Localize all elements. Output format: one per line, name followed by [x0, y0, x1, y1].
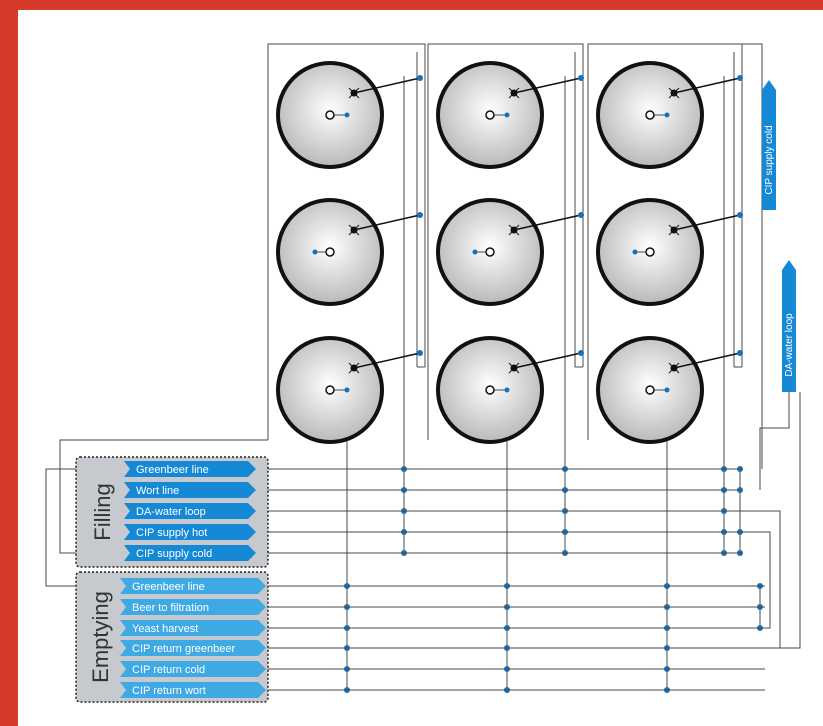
tank-nozzle-node — [344, 387, 350, 393]
spray-line — [513, 214, 582, 231]
cip-cold-connector — [742, 43, 763, 469]
filling-label-1: Wort line — [136, 485, 179, 497]
cip-supply-cold-arrow: CIP supply cold — [762, 80, 776, 210]
emptying-arrow-1 — [120, 599, 266, 615]
spray-line — [673, 77, 741, 94]
emptying-arrow-2 — [120, 620, 266, 636]
filling-label-4: CIP supply cold — [136, 548, 212, 560]
spray-cross — [348, 362, 360, 374]
filling-arrow-1 — [124, 482, 256, 498]
da-water-loop-arrow: DA-water loop — [782, 260, 796, 392]
emptying-label-5: CIP return wort — [132, 685, 206, 697]
spray-junction — [737, 75, 743, 81]
cip-supply-cold-label: CIP supply cold — [764, 125, 775, 194]
spray-junction — [417, 350, 423, 356]
emptying-label-1: Beer to filtration — [132, 602, 209, 614]
tank-nozzle-node — [664, 112, 670, 118]
tank-nozzle-node — [504, 387, 510, 393]
outer-loop — [780, 392, 801, 649]
filling-arrow-0 — [124, 461, 256, 477]
spray-line — [673, 214, 741, 231]
tank-center-port — [645, 110, 655, 120]
tank-center-port — [325, 385, 335, 395]
spray-line — [513, 352, 582, 369]
pipe-network — [45, 43, 801, 693]
spray-cross — [508, 87, 520, 99]
emptying-arrow-3 — [120, 640, 266, 656]
emptying-arrow-4 — [120, 661, 266, 677]
emptying-label-4: CIP return cold — [132, 664, 205, 676]
tank-center-port — [645, 247, 655, 257]
tank-nozzle-node — [344, 112, 350, 118]
tank-center-port — [645, 385, 655, 395]
tank-nozzle-node — [472, 249, 478, 255]
tank-nozzle-node — [632, 249, 638, 255]
spray-cross — [348, 224, 360, 236]
left-loop-greenbeer — [45, 468, 76, 587]
emptying-arrow-0 — [120, 578, 266, 594]
spray-line — [673, 352, 741, 369]
emptying-label-2: Yeast harvest — [132, 623, 198, 635]
spray-cross — [508, 362, 520, 374]
spray-junction — [737, 350, 743, 356]
column-frame-1 — [427, 43, 584, 440]
spray-junction — [578, 75, 584, 81]
filling-label-0: Greenbeer line — [136, 464, 209, 476]
top-red-border — [0, 0, 823, 10]
cip-supply-cold-arrow-shape — [762, 80, 776, 210]
left-loop-cip — [59, 439, 268, 554]
left-red-border — [0, 0, 18, 726]
filling-group-title: Filling — [90, 483, 115, 540]
spray-junction — [737, 212, 743, 218]
filling-arrow-3 — [124, 524, 256, 540]
spray-line — [353, 77, 421, 94]
spray-cross — [668, 87, 680, 99]
cip-hot-loop — [742, 531, 771, 629]
spray-line — [353, 352, 421, 369]
spray-cross — [668, 362, 680, 374]
tank-nozzle-node — [312, 249, 318, 255]
tank-nozzle-node — [504, 112, 510, 118]
tank-center-port — [325, 247, 335, 257]
emptying-arrow-5 — [120, 682, 266, 698]
spray-cross — [348, 87, 360, 99]
tank-center-port — [485, 247, 495, 257]
spray-cross — [668, 224, 680, 236]
emptying-label-0: Greenbeer line — [132, 581, 205, 593]
spray-line — [353, 214, 421, 231]
tank-grid — [276, 61, 743, 444]
filling-arrow-2 — [124, 503, 256, 519]
filling-label-3: CIP supply hot — [136, 527, 207, 539]
da-water-loop-label: DA-water loop — [784, 313, 795, 377]
tank-center-port — [325, 110, 335, 120]
tank-nozzle-node — [664, 387, 670, 393]
spray-junction — [578, 350, 584, 356]
spray-junction — [578, 212, 584, 218]
spray-junction — [417, 212, 423, 218]
tank-center-port — [485, 110, 495, 120]
filling-arrow-4 — [124, 545, 256, 561]
spray-junction — [417, 75, 423, 81]
da-return-loop — [742, 510, 781, 649]
spray-cross — [508, 224, 520, 236]
da-loop-connector — [759, 392, 790, 490]
column-frame-0 — [267, 43, 426, 440]
spray-line — [513, 77, 582, 94]
filling-label-2: DA-water loop — [136, 506, 206, 518]
header-lines — [256, 468, 765, 691]
emptying-group-title: Emptying — [88, 591, 113, 683]
column-frame-2 — [587, 43, 743, 440]
da-water-loop-arrow-shape — [782, 260, 796, 392]
emptying-label-3: CIP return greenbeer — [132, 643, 235, 655]
tank-center-port — [485, 385, 495, 395]
